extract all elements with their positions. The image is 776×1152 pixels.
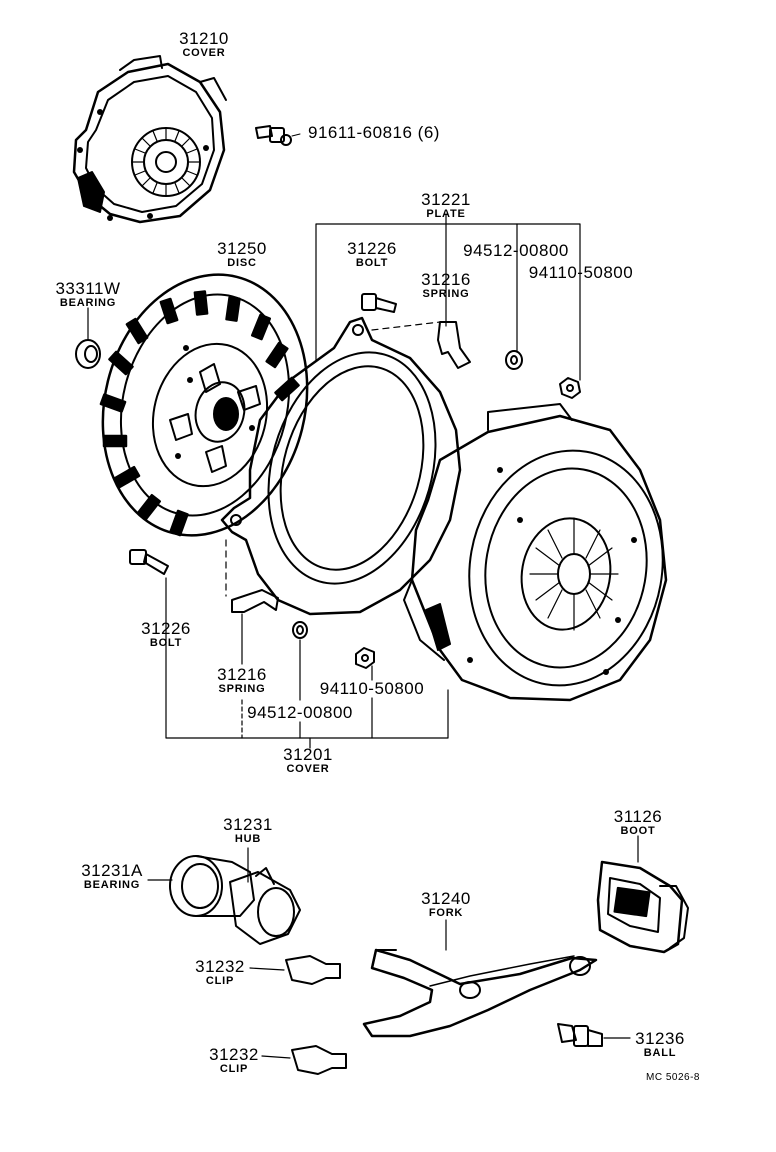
bolt-lower-drawing: [129, 549, 169, 575]
ball-drawing: [557, 1023, 631, 1047]
part-number: 31240: [421, 889, 471, 908]
part-name: HUB: [234, 833, 262, 845]
part-number: 31236: [635, 1029, 685, 1048]
plate-leader-lines: [315, 213, 581, 381]
part-name: BALL: [643, 1047, 677, 1059]
part-number: 31250: [217, 239, 267, 258]
part-number: 31216: [421, 270, 471, 289]
label-fork: 31240 FORK: [421, 890, 471, 919]
washer-upper-drawing: [505, 350, 523, 370]
pilot-bearing-drawing: [75, 307, 101, 369]
part-number: 31216: [217, 665, 267, 684]
fork-drawing: [362, 919, 598, 1038]
part-number: 31226: [347, 239, 397, 258]
part-name: PLATE: [426, 208, 466, 220]
label-clip-lower: 31232 CLIP: [209, 1046, 259, 1075]
spring-lower-drawing: [231, 589, 279, 613]
nut-lower-drawing: [355, 647, 375, 669]
label-boot: 31126 BOOT: [614, 808, 663, 837]
part-name: BEARING: [83, 879, 141, 891]
part-name: COVER: [182, 47, 226, 59]
clip-lower-drawing: [261, 1045, 347, 1075]
part-name: CLIP: [219, 1063, 249, 1075]
part-number: 91611-60816 (6): [308, 123, 440, 142]
part-number: 31201: [283, 745, 333, 764]
bolt-upper-drawing: [361, 293, 397, 313]
pressure-plate-drawing: [220, 316, 462, 616]
part-number: 31126: [613, 807, 663, 826]
label-spring-lower: 31216 SPRING: [217, 666, 267, 695]
hub-drawing: [147, 847, 301, 945]
part-name: BOLT: [355, 257, 389, 269]
part-name: SPRING: [422, 288, 470, 300]
bolt-91611-drawing: [255, 125, 301, 146]
part-name: FORK: [428, 907, 464, 919]
part-number: 33311W: [55, 279, 121, 298]
spring-upper-drawing: [437, 321, 471, 369]
label-clip-upper: 31232 CLIP: [195, 958, 245, 987]
label-hub: 31231 HUB: [223, 816, 273, 845]
label-bolt-lower: 31226 BOLT: [141, 620, 191, 649]
label-plate: 31221 PLATE: [421, 191, 471, 220]
figure-code: MC 5026-8: [646, 1072, 700, 1083]
washer-lower-drawing: [292, 621, 308, 639]
label-cover-assy: 31201 COVER: [283, 746, 333, 775]
part-name: COVER: [286, 763, 330, 775]
part-name: DISC: [227, 257, 257, 269]
cover-assy-drawing: [403, 403, 668, 702]
label-washer-lower: 94512-00800: [247, 704, 353, 721]
label-nut-lower: 94110-50800: [320, 680, 424, 697]
label-spring-upper: 31216 SPRING: [421, 271, 471, 300]
part-number: 31231A: [81, 861, 143, 880]
part-number: 31231: [223, 815, 273, 834]
part-number: 94512-00800: [247, 703, 353, 722]
cover-leader-lines: [165, 577, 449, 749]
part-name: CLIP: [205, 975, 235, 987]
label-release-bearing: 31231A BEARING: [81, 862, 143, 891]
part-name: SPRING: [218, 683, 266, 695]
part-name: BOOT: [620, 825, 656, 837]
part-name: BEARING: [59, 297, 117, 309]
part-number: 94110-50800: [528, 263, 634, 282]
label-bolt-upper: 31226 BOLT: [347, 240, 397, 269]
part-number: 31221: [421, 190, 471, 209]
clip-upper-drawing: [249, 955, 341, 985]
label-ball: 31236 BALL: [635, 1030, 685, 1059]
part-number: 31232: [209, 1045, 259, 1064]
nut-upper-drawing: [559, 377, 581, 399]
cover-top-drawing: [72, 55, 227, 224]
part-number: 31210: [179, 29, 229, 48]
boot-drawing: [596, 835, 689, 954]
label-nut-upper: 94110-50800: [529, 264, 633, 281]
part-number: 94110-50800: [319, 679, 425, 698]
label-cover-top: 31210 COVER: [179, 30, 229, 59]
label-pilot-bearing: 33311W BEARING: [55, 280, 120, 309]
part-number: 94512-00800: [463, 241, 569, 260]
part-number: 31226: [141, 619, 191, 638]
part-number: 31232: [195, 957, 245, 976]
label-disc: 31250 DISC: [217, 240, 267, 269]
clutch-disc-drawing: [99, 273, 309, 537]
part-name: BOLT: [149, 637, 183, 649]
label-washer-upper: 94512-00800: [463, 242, 569, 259]
label-bolt-set: 91611-60816 (6): [308, 124, 440, 141]
